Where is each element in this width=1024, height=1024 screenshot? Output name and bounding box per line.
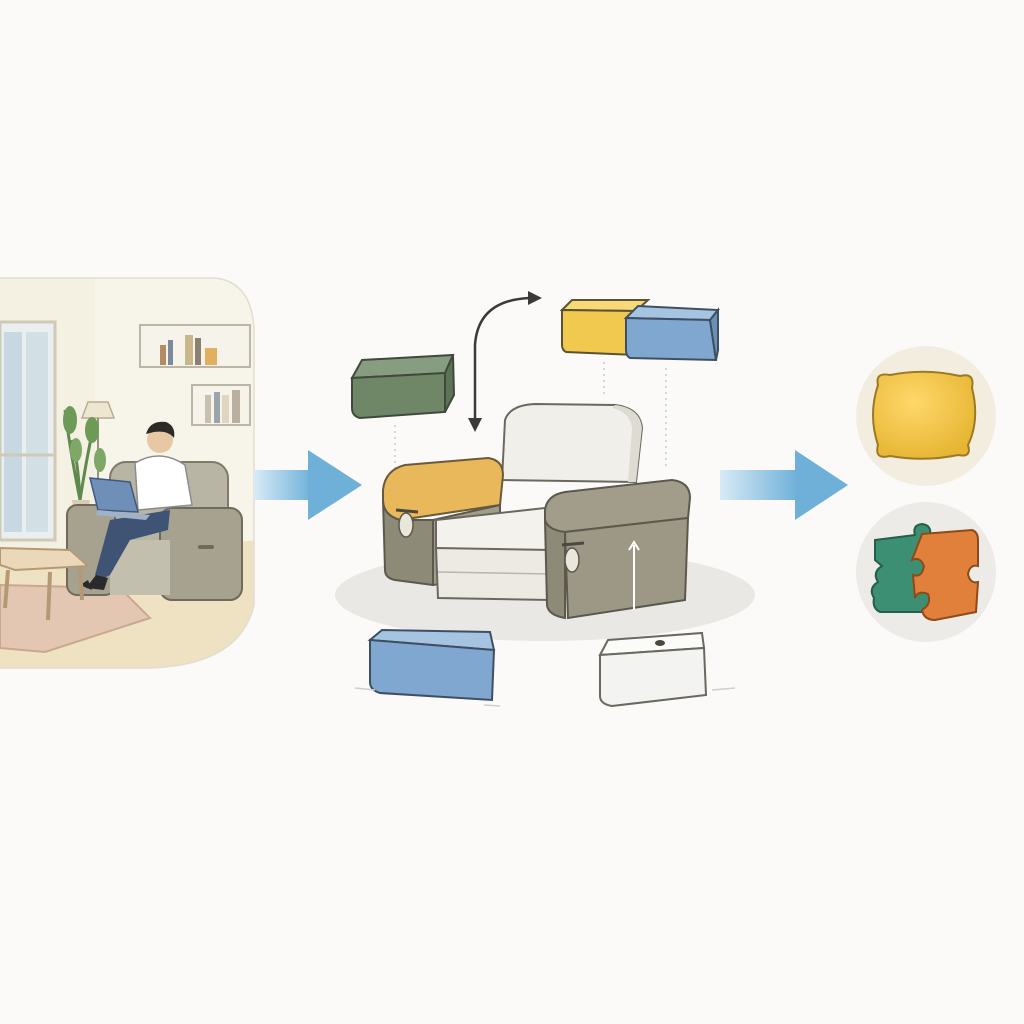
armchair (382, 402, 692, 620)
living-room-scene (0, 277, 255, 669)
modular-chair-stage (335, 291, 755, 708)
blue-block-top (623, 304, 721, 470)
puzzle-icon (856, 502, 996, 642)
green-block (350, 353, 456, 470)
blue-block-bottom (354, 628, 501, 707)
outcomes (856, 346, 996, 642)
white-block (598, 631, 736, 708)
cushion-icon (856, 346, 996, 486)
yellow-block (559, 299, 651, 395)
coffee-table (0, 546, 91, 621)
window (0, 320, 57, 542)
recliner-with-person (66, 421, 243, 601)
flow-arrow-1 (254, 450, 362, 520)
rotation-arrow (468, 291, 542, 432)
flow-arrow-2 (720, 450, 848, 520)
wall-shelves (139, 324, 251, 426)
